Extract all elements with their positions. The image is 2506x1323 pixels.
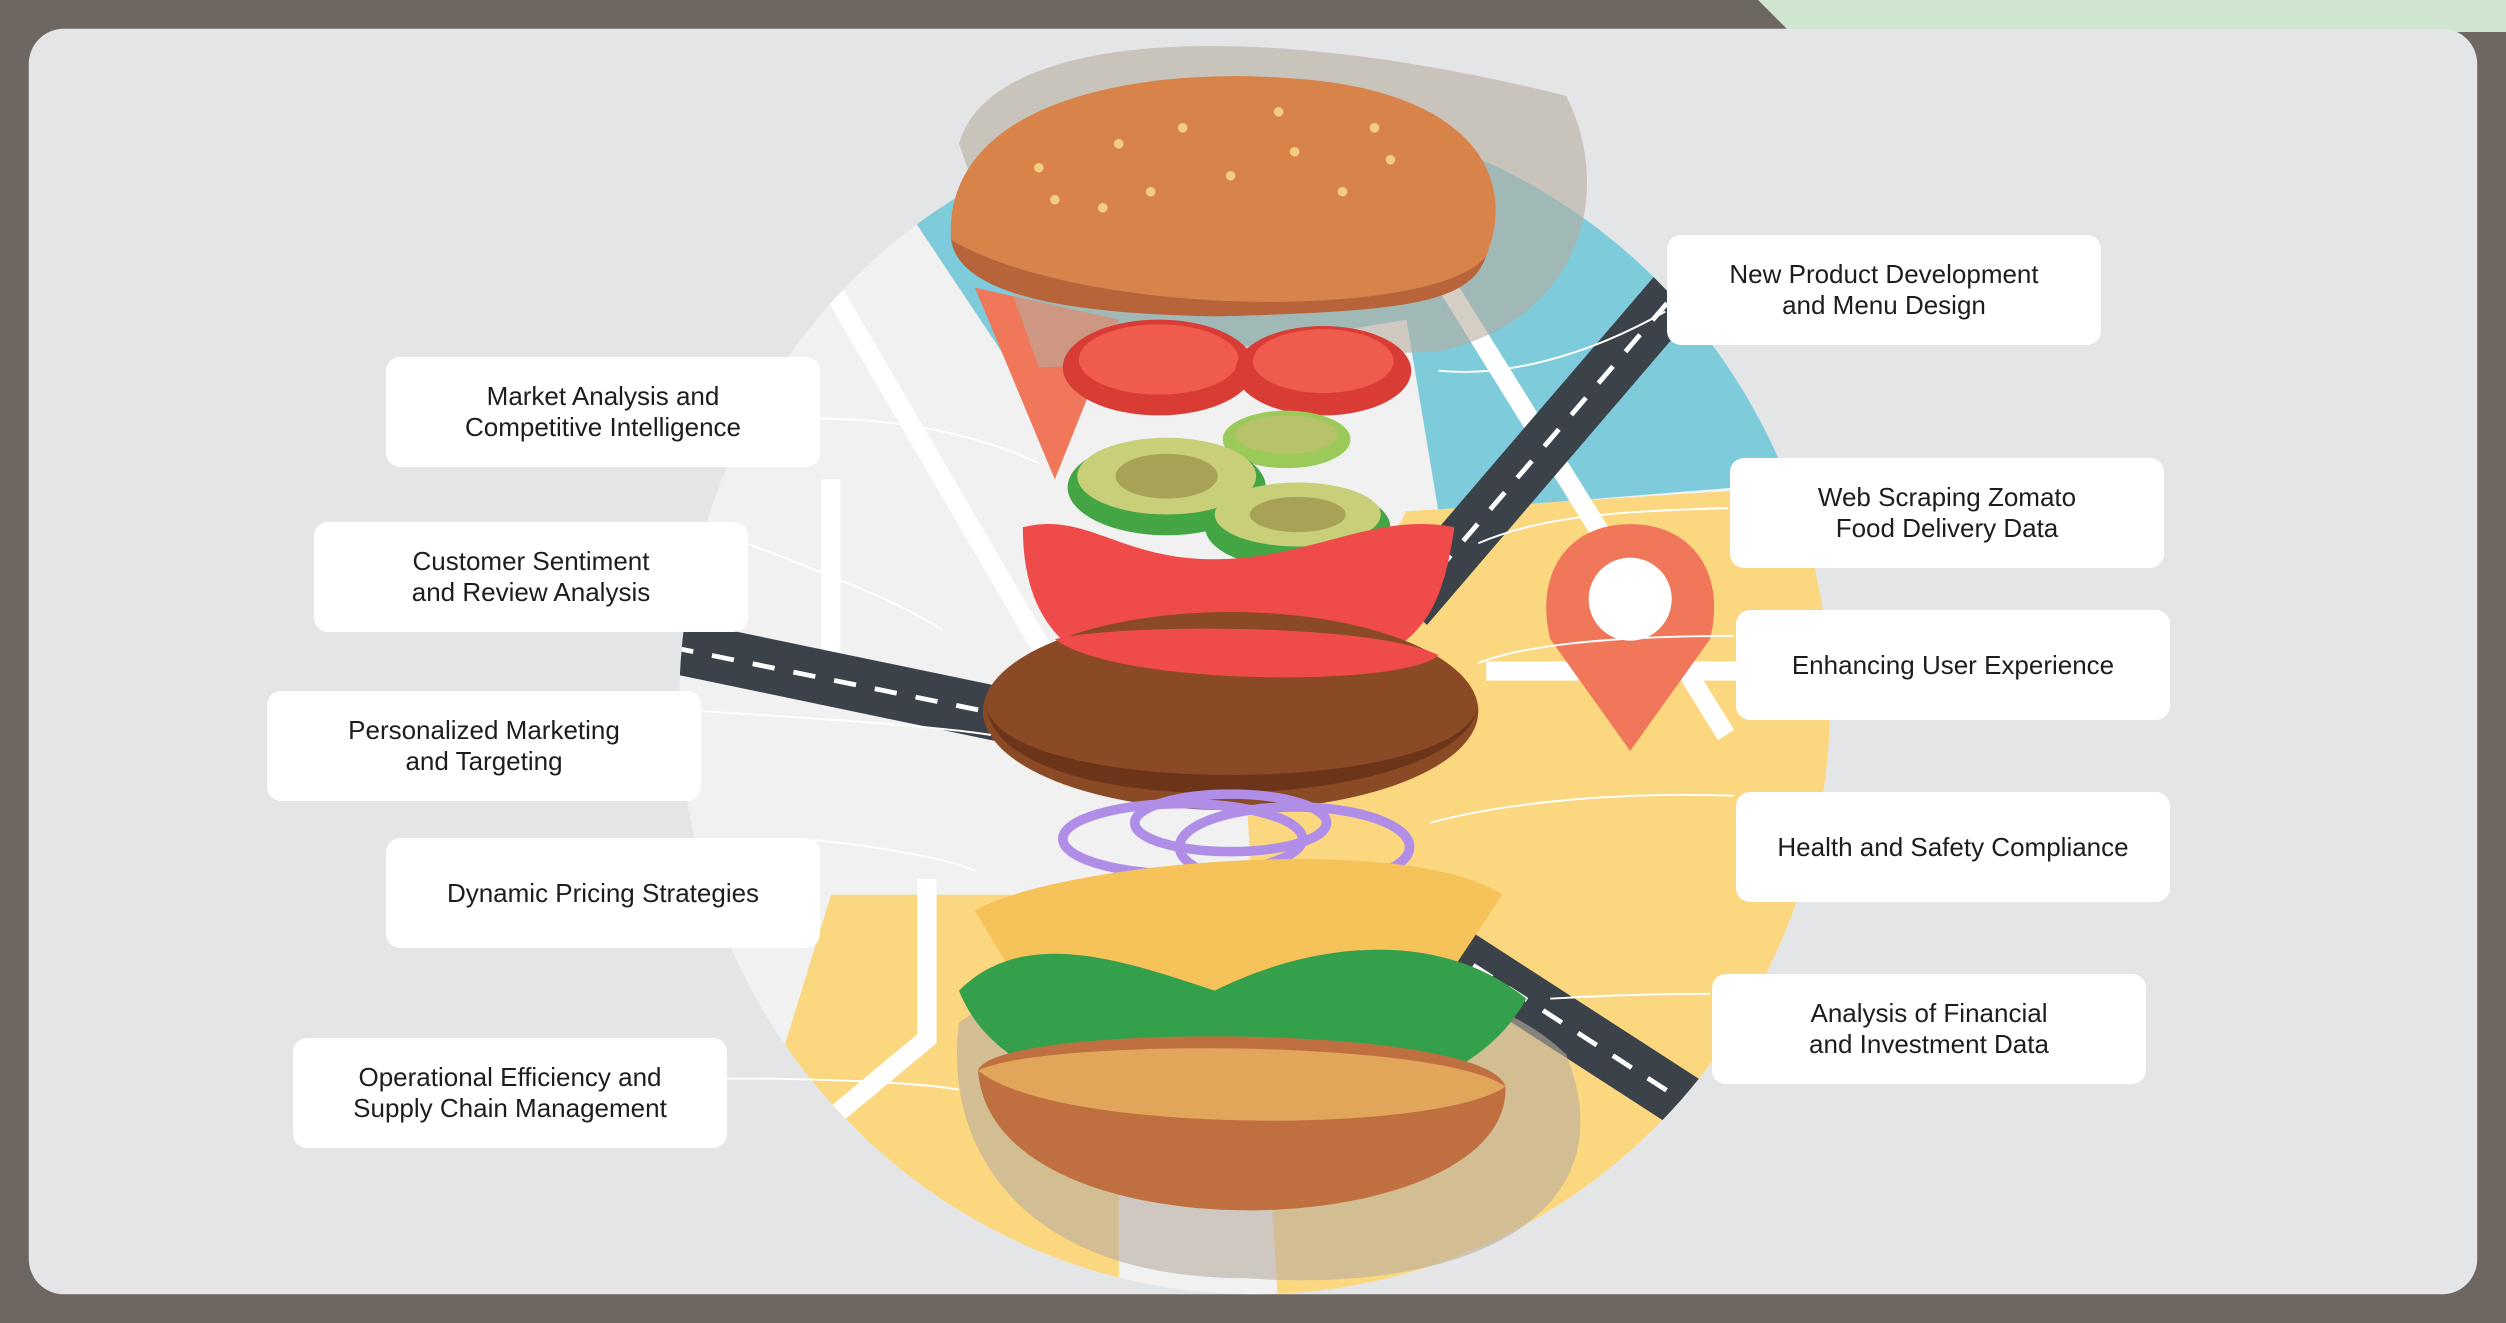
bottom-bun — [978, 1036, 1506, 1211]
label-text: Dynamic Pricing Strategies — [446, 877, 760, 908]
label-market-analysis: Market Analysis and Competitive Intellig… — [386, 357, 820, 467]
top-bun — [950, 76, 1496, 317]
label-text: Web Scraping Zomato Food Delivery Data — [1817, 482, 2077, 543]
label-text: Health and Safety Compliance — [1777, 831, 2129, 862]
label-text: Enhancing User Experience — [1791, 649, 2115, 680]
patty — [982, 611, 1479, 811]
label-text: Customer Sentiment and Review Analysis — [411, 546, 651, 607]
label-health-safety: Health and Safety Compliance — [1736, 792, 2170, 902]
label-operational-efficiency: Operational Efficiency and Supply Chain … — [293, 1038, 727, 1148]
label-text: Operational Efficiency and Supply Chain … — [353, 1062, 667, 1123]
connector-lines — [699, 310, 1735, 1091]
label-personalized-marketing: Personalized Marketing and Targeting — [267, 691, 701, 801]
label-text: Personalized Marketing and Targeting — [348, 715, 620, 776]
tomato-slices — [1062, 319, 1412, 416]
label-user-experience: Enhancing User Experience — [1736, 610, 2170, 720]
label-text: Market Analysis and Competitive Intellig… — [464, 381, 742, 442]
label-new-product: New Product Development and Menu Design — [1667, 235, 2101, 345]
label-financial-analysis: Analysis of Financial and Investment Dat… — [1712, 974, 2146, 1084]
label-web-scraping: Web Scraping Zomato Food Delivery Data — [1730, 458, 2164, 568]
label-dynamic-pricing: Dynamic Pricing Strategies — [386, 838, 820, 948]
label-text: New Product Development and Menu Design — [1729, 259, 2039, 320]
label-customer-sentiment: Customer Sentiment and Review Analysis — [314, 522, 748, 632]
label-text: Analysis of Financial and Investment Dat… — [1809, 998, 2049, 1059]
